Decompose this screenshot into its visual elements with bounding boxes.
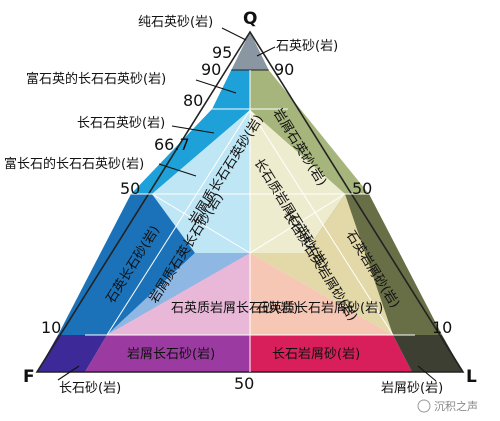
watermark-text: 沉积之声: [434, 399, 478, 413]
scale-left-95: 95: [212, 43, 232, 62]
leader-lines: [57, 27, 437, 382]
vertex-q: Q: [243, 9, 257, 29]
radial-right-2: [249, 193, 346, 254]
field-peach: [250, 253, 393, 335]
field-label-feldspar-lithic-band: 长石岩屑砂(岩): [272, 347, 360, 362]
field-olive-band: [250, 70, 369, 194]
scale-left-90: 90: [201, 60, 221, 79]
leader-subarkose: [195, 79, 237, 94]
field-label-quartz-lithic-feldspar: 石英质岩屑长石砂(岩): [171, 301, 298, 316]
scale-right-90: 90: [274, 60, 294, 79]
radial-right: [249, 109, 394, 336]
field-pink: [107, 253, 250, 335]
scale-right-10: 10: [432, 318, 452, 337]
scale-left-66-7: 66.7: [154, 135, 190, 154]
diagram-fields: [37, 32, 463, 372]
leader-arkose: [57, 365, 80, 381]
watermark-icon: [417, 399, 431, 413]
label-litharenite: 岩屑砂(岩): [381, 381, 443, 396]
label-feldspathic-quartz: 长石石英砂(岩): [77, 116, 165, 131]
field-dark-blue: [58, 194, 195, 335]
field-beige: [250, 194, 393, 335]
label-rich-feldspar: 富长石的长石石英砂(岩): [4, 156, 144, 172]
radial-left: [106, 109, 251, 336]
field-light-blue: [152, 110, 250, 253]
field-lithic-feldspar-band: [85, 335, 250, 372]
leader-rich-feldspar: [158, 163, 197, 177]
watermark: 沉积之声: [417, 399, 478, 413]
radial-left-2: [151, 193, 251, 254]
scale-left-10: 10: [41, 318, 61, 337]
field-magenta: [250, 335, 412, 372]
field-blue-band: [212, 70, 250, 109]
label-subarkose: 富石英的长石石英砂(岩): [26, 71, 166, 87]
field-blue-band-lower: [131, 109, 250, 194]
leader-feldspathic-quartz: [171, 125, 215, 134]
scale-right-50: 50: [352, 179, 372, 198]
label-quartz-sandstone: 石英砂(岩): [276, 39, 338, 54]
scale-left-80: 80: [183, 91, 203, 110]
leader-quartz-sandstone: [256, 46, 276, 57]
field-label-lithic-feldspar-band: 岩屑长石砂(岩): [127, 347, 215, 362]
leader-pure-quartz: [221, 27, 247, 41]
diagram-lines: [35, 30, 465, 373]
scale-bottom-50: 50: [234, 374, 254, 393]
leader-litharenite: [417, 365, 437, 382]
vertex-l: L: [466, 367, 477, 387]
scale-left-50: 50: [120, 179, 140, 198]
field-top-tip: [231, 32, 269, 70]
field-cream: [250, 110, 345, 253]
label-arkose: 长石砂(岩): [59, 381, 121, 396]
vertex-f: F: [23, 367, 35, 387]
field-label-quartz-feldspar-lithic: 石英质长石岩屑砂(岩): [256, 301, 383, 316]
label-pure-quartz: 纯石英砂(岩): [138, 15, 213, 30]
